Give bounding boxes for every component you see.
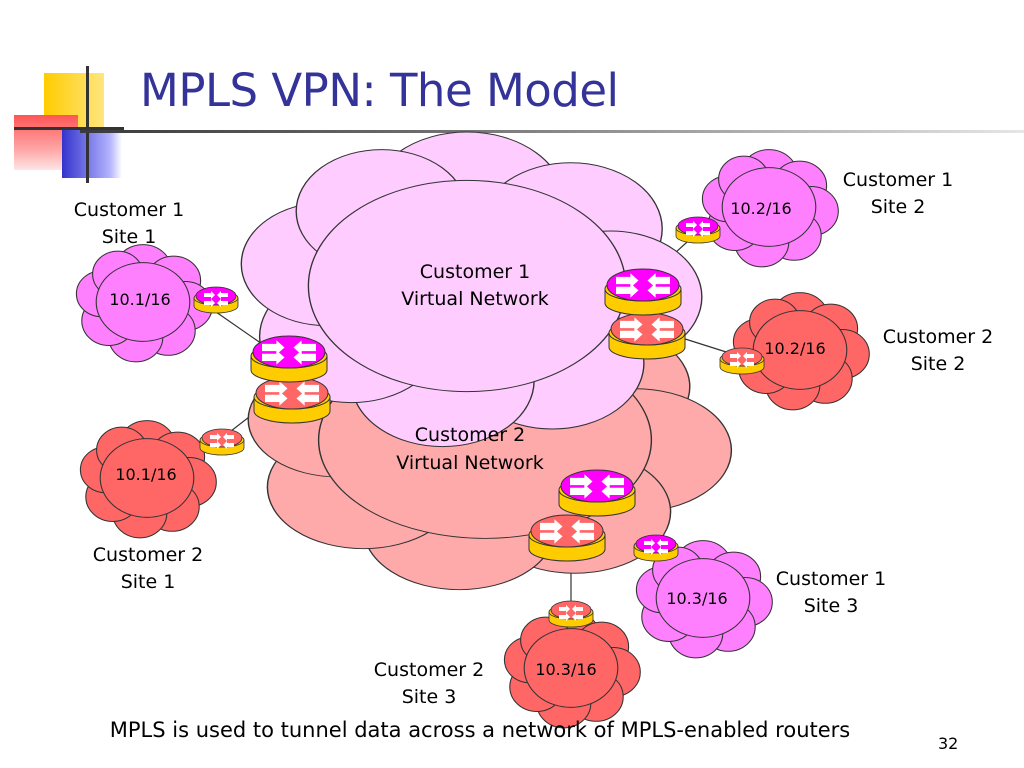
pe-router-right-red: [609, 313, 685, 359]
ce-router-c1-site2: [676, 217, 720, 243]
c1-site3-prefix: 10.3/16: [666, 589, 727, 608]
customer2-vn-label-line1: Customer 2: [415, 424, 525, 446]
title-decor-horizontal-line: [14, 127, 124, 130]
c1-site3-caption-line2: Site 3: [804, 595, 859, 617]
c2-site1-caption-line2: Site 1: [121, 571, 176, 593]
ce-router-c2-site1: [200, 429, 244, 455]
pe-router-left-red: [254, 377, 330, 423]
pe-router-bottom-red: [529, 515, 605, 561]
c2-site2-caption-line1: Customer 2: [883, 326, 993, 348]
c2-site2-prefix: 10.2/16: [764, 339, 825, 358]
title-underline-rule: [80, 130, 1024, 133]
c2-site3-prefix: 10.3/16: [535, 660, 596, 679]
title-decor-blue-square: [62, 128, 122, 178]
ce-router-c2-site3: [549, 601, 593, 627]
c1-site1-caption-line2: Site 1: [102, 226, 157, 248]
slide-title: MPLS VPN: The Model: [140, 64, 619, 117]
pe-router-right-magenta: [605, 269, 681, 315]
c1-site3-caption-line1: Customer 1: [776, 568, 886, 590]
slide-footer-caption: MPLS is used to tunnel data across a net…: [109, 718, 851, 742]
c1-site2-caption-line2: Site 2: [871, 196, 926, 218]
c2-site1-caption-line1: Customer 2: [93, 544, 203, 566]
c2-site3-caption-line2: Site 3: [402, 686, 457, 708]
c1-site1-caption-line1: Customer 1: [74, 199, 184, 221]
pe-router-left-magenta: [251, 336, 327, 382]
c1-site2-prefix: 10.2/16: [730, 199, 791, 218]
customer2-vn-label-line2: Virtual Network: [396, 452, 543, 474]
title-decor-vertical-line: [86, 66, 89, 183]
customer1-vn-label-line2: Virtual Network: [401, 288, 548, 310]
page-number: 32: [938, 734, 959, 753]
ce-router-c1-site1: [194, 287, 238, 313]
c2-site2-caption-line2: Site 2: [911, 353, 966, 375]
customer1-vn-label-line1: Customer 1: [420, 261, 530, 283]
c2-site1-prefix: 10.1/16: [115, 465, 176, 484]
ce-router-c2-site2: [720, 348, 764, 374]
ce-router-c1-site3: [634, 535, 678, 561]
pe-router-bottom-magenta: [559, 470, 635, 516]
c2-site3-caption-line1: Customer 2: [374, 659, 484, 681]
c1-site1-prefix: 10.1/16: [109, 290, 170, 309]
c1-site2-caption-line1: Customer 1: [843, 169, 953, 191]
